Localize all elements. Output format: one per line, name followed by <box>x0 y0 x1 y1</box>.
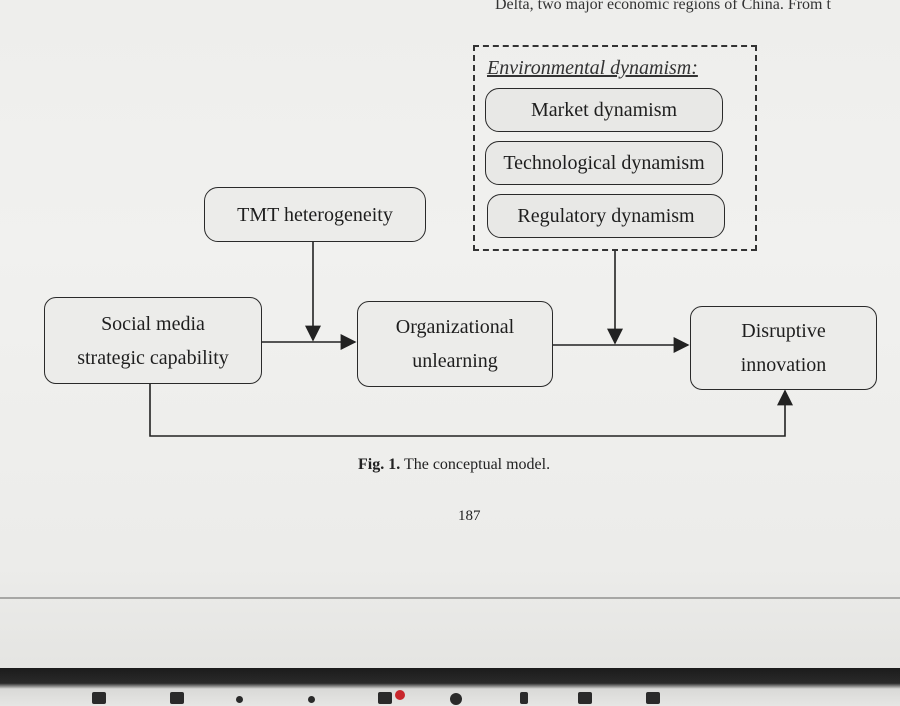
market-dynamism-box: Market dynamism <box>485 88 723 132</box>
figure-caption: Fig. 1. The conceptual model. <box>358 456 550 474</box>
tmt-heterogeneity-label: TMT heterogeneity <box>237 203 393 226</box>
chat-icon[interactable] <box>378 692 392 704</box>
organizational-unlearning-box: Organizational unlearning <box>357 301 553 387</box>
gear-icon[interactable] <box>646 692 660 704</box>
notification-badge-icon <box>395 690 405 700</box>
dot-icon-2[interactable] <box>308 696 315 703</box>
innovation-label-line2: innovation <box>740 354 827 376</box>
regulatory-dynamism-box: Regulatory dynamism <box>487 194 725 238</box>
figure-caption-label: Fig. 1. <box>358 456 401 473</box>
social-media-label-line1: Social media <box>101 312 205 335</box>
unlearning-label-line1: Organizational <box>395 316 515 338</box>
regulatory-dynamism-label: Regulatory dynamism <box>517 204 695 227</box>
arrow-sm-to-innovation-direct <box>149 384 793 437</box>
camera-icon[interactable] <box>170 692 184 704</box>
figure-caption-text: The conceptual model. <box>403 456 551 473</box>
page-divider <box>0 597 900 599</box>
environmental-dynamism-title: Environmental dynamism: <box>487 57 698 79</box>
environmental-dynamism-group <box>473 45 757 251</box>
social-media-label-line2: strategic capability <box>77 346 229 369</box>
disruptive-innovation-box: Disruptive innovation <box>690 306 877 390</box>
window-icon[interactable] <box>578 692 592 704</box>
innovation-label-line1: Disruptive <box>741 320 826 342</box>
unlearning-label-line2: unlearning <box>412 350 498 372</box>
tmt-heterogeneity-box: TMT heterogeneity <box>204 187 426 242</box>
market-dynamism-label: Market dynamism <box>530 98 678 121</box>
page-number: 187 <box>458 508 481 524</box>
bookmark-icon[interactable] <box>520 692 528 704</box>
technological-dynamism-box: Technological dynamism <box>485 141 723 185</box>
taskbar <box>0 690 900 706</box>
record-icon[interactable] <box>450 693 462 705</box>
header-text: Delta, two major economic regions of Chi… <box>495 0 831 13</box>
technological-dynamism-label: Technological dynamism <box>503 151 705 174</box>
dot-icon[interactable] <box>236 696 243 703</box>
social-media-capability-box: Social media strategic capability <box>44 297 262 384</box>
app-icon[interactable] <box>92 692 106 704</box>
